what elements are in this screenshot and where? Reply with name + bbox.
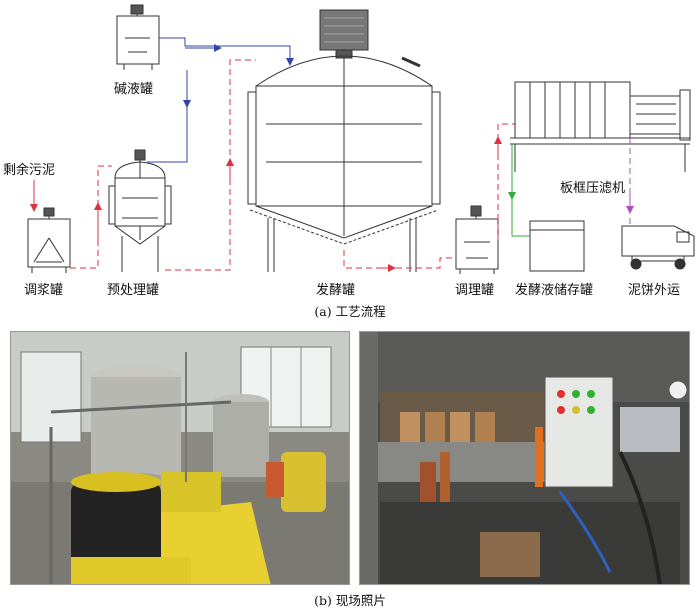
conditioning-tank-label: 调理罐 (455, 283, 494, 298)
process-flow-diagram: 碱液罐 剩余污泥 调浆罐 预处理罐 (3, 4, 695, 319)
site-photo-filter-press (359, 331, 690, 585)
cake-transport-label: 泥饼外运 (628, 283, 680, 298)
filter-press (510, 81, 691, 172)
cake-truck (621, 225, 695, 270)
alkali-tank-label: 碱液罐 (114, 82, 153, 97)
excess-sludge-label: 剩余污泥 (3, 162, 55, 178)
filter-press-label: 板框压滤机 (560, 181, 625, 196)
liquid-storage-tank (529, 220, 585, 272)
pretreatment-tank-label: 预处理罐 (107, 283, 159, 298)
process-flow-caption: (a) 工艺流程 (314, 304, 386, 319)
site-photos-caption: (b) 现场照片 (314, 593, 386, 608)
filtrate-flow (508, 144, 530, 237)
fermentation-tank (247, 9, 441, 272)
pretreatment-tank (108, 149, 172, 272)
alkali-tank (116, 4, 160, 70)
conditioning-tank (455, 205, 499, 274)
sludge-flow (30, 59, 516, 272)
alkali-flow (147, 37, 294, 163)
fermentation-tank-label: 发酵罐 (316, 282, 355, 298)
slurry-tank (27, 207, 71, 273)
slurry-tank-label: 调浆罐 (24, 283, 63, 298)
site-photo-tanks (10, 331, 350, 585)
liquid-storage-tank-label: 发酵液储存罐 (515, 282, 593, 298)
